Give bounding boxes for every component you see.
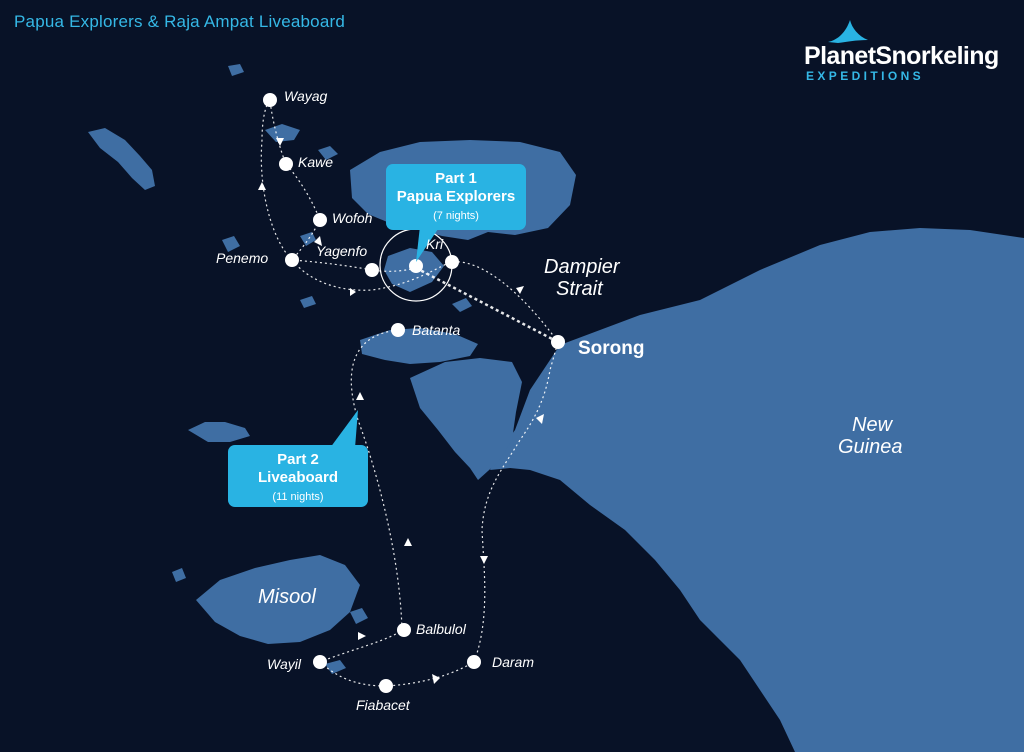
route-arrow-7 bbox=[480, 556, 488, 564]
land-islet-3 bbox=[300, 296, 316, 308]
stop-marker-kawe bbox=[279, 157, 293, 171]
route-arrow-9 bbox=[356, 392, 364, 400]
label-dampier-line2: Strait bbox=[556, 278, 603, 300]
callout1-pointer bbox=[416, 226, 440, 262]
callout-part1: Part 1 Papua Explorers (7 nights) bbox=[386, 164, 526, 230]
route-arrow-5 bbox=[516, 286, 524, 294]
label-penemo: Penemo bbox=[216, 250, 269, 266]
stop-marker-fiabacet bbox=[379, 679, 393, 693]
land-islet-10 bbox=[452, 298, 472, 312]
route-arrow-6 bbox=[404, 538, 412, 546]
label-dampier-line1: Dampier bbox=[544, 256, 620, 278]
stop-marker-wayil bbox=[313, 655, 327, 669]
land-gag bbox=[88, 128, 155, 190]
callout2-pointer bbox=[330, 410, 358, 448]
label-new-guinea-line1: New bbox=[852, 414, 893, 436]
route-arrow-10 bbox=[358, 632, 366, 640]
label-kawe: Kawe bbox=[298, 154, 334, 170]
land-islet-5 bbox=[318, 146, 338, 160]
label-balbulol: Balbulol bbox=[416, 621, 466, 637]
logo-brand-text: PlanetSnorkeling bbox=[804, 42, 999, 70]
logo-subtitle: EXPEDITIONS bbox=[806, 69, 925, 83]
route-arrow-11 bbox=[432, 674, 440, 684]
land-islet-1 bbox=[228, 64, 244, 76]
route-arrow-8 bbox=[536, 414, 544, 424]
land-salawati bbox=[410, 358, 522, 480]
label-daram: Daram bbox=[492, 654, 535, 670]
land-islet-4 bbox=[265, 124, 300, 142]
label-misool: Misool bbox=[258, 586, 316, 608]
land-misool bbox=[196, 555, 360, 644]
callout-part1-line1: Part 1 bbox=[435, 170, 477, 187]
map-title: Papua Explorers & Raja Ampat Liveaboard bbox=[14, 12, 345, 31]
land-islet-6 bbox=[300, 232, 316, 246]
callout-part2: Part 2 Liveaboard (11 nights) bbox=[228, 445, 368, 507]
stop-marker-wofoh bbox=[313, 213, 327, 227]
land-islet-7 bbox=[172, 568, 186, 582]
route-sorong-link bbox=[415, 266, 559, 344]
label-new-guinea-line2: Guinea bbox=[838, 436, 903, 458]
callout-part1-line2: Papua Explorers bbox=[396, 188, 516, 205]
label-fiabacet: Fiabacet bbox=[356, 697, 410, 713]
route-part1-return bbox=[291, 259, 559, 343]
route-arrow-3 bbox=[314, 236, 322, 246]
label-wayag: Wayag bbox=[284, 88, 328, 104]
label-yagenfo: Yagenfo bbox=[316, 243, 368, 259]
manta-ray-fin-icon bbox=[828, 20, 868, 43]
stop-marker-yagenfo bbox=[365, 263, 379, 277]
route-arrow-2 bbox=[276, 138, 284, 146]
stop-marker-batanta bbox=[391, 323, 405, 337]
label-wofoh: Wofoh bbox=[332, 210, 373, 226]
route-part2 bbox=[318, 329, 559, 687]
stop-marker-penemo bbox=[285, 253, 299, 267]
stop-marker-wayag bbox=[263, 93, 277, 107]
label-kri: Kri bbox=[426, 236, 444, 252]
label-sorong: Sorong bbox=[578, 338, 645, 359]
land-islet-9 bbox=[325, 660, 346, 674]
label-batanta: Batanta bbox=[412, 322, 461, 338]
callout-part1-nights: (7 nights) bbox=[433, 210, 479, 222]
land-islet-8 bbox=[350, 608, 368, 624]
route-arrow-4 bbox=[350, 288, 356, 296]
route-arrow-1 bbox=[258, 182, 266, 190]
label-wayil: Wayil bbox=[267, 656, 301, 672]
callout-part2-nights: (11 nights) bbox=[272, 491, 324, 503]
stop-marker-center bbox=[409, 259, 423, 273]
land-new-guinea bbox=[490, 228, 1024, 752]
land-kofiau bbox=[188, 422, 250, 442]
stop-marker-daram bbox=[467, 655, 481, 669]
callout-part2-line2: Liveaboard bbox=[257, 469, 339, 486]
callout-part2-line1: Part 2 bbox=[277, 451, 319, 468]
stop-marker-kri bbox=[445, 255, 459, 269]
stop-marker-balbulol bbox=[397, 623, 411, 637]
land-batanta bbox=[360, 328, 478, 364]
stop-marker-sorong bbox=[551, 335, 565, 349]
route-part1-north bbox=[260, 98, 417, 272]
planet-snorkeling-logo: PlanetSnorkeling EXPEDITIONS bbox=[800, 18, 1010, 90]
land-islet-2 bbox=[222, 236, 240, 252]
